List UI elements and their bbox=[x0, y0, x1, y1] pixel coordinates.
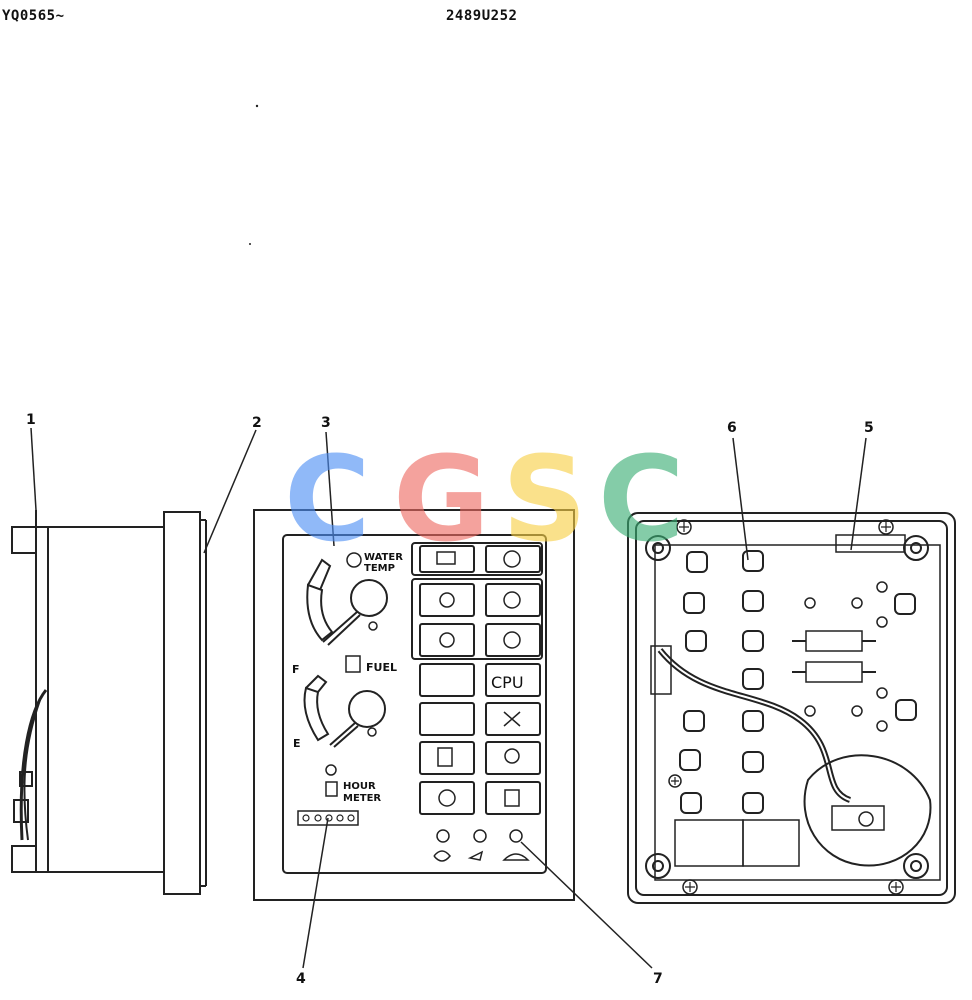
hour-meter-label-line2: METER bbox=[343, 793, 381, 804]
fuel-label: FUEL bbox=[366, 661, 397, 674]
callout-2: 2 bbox=[252, 415, 262, 431]
fuel-empty-mark: E bbox=[293, 737, 301, 750]
cpu-label: CPU bbox=[491, 673, 524, 692]
panel-rear-view bbox=[627, 512, 956, 904]
hour-meter bbox=[297, 764, 359, 826]
speck bbox=[249, 243, 251, 245]
callout-7: 7 bbox=[653, 971, 663, 987]
water-temp-label-line2: TEMP bbox=[364, 563, 395, 574]
watermark-letter-c2: C bbox=[598, 430, 685, 568]
watermark-letter-c1: C bbox=[284, 430, 371, 568]
water-temp-label-line1: WATER bbox=[364, 552, 403, 563]
speed-indicator-lamps bbox=[433, 829, 530, 862]
rear-connectors[interactable] bbox=[674, 819, 800, 867]
lamp-sockets[interactable] bbox=[679, 550, 917, 814]
callout-3: 3 bbox=[321, 415, 331, 431]
reference-code-center: 2489U252 bbox=[446, 8, 518, 24]
water-temp-gauge bbox=[306, 552, 388, 646]
fuel-gauge bbox=[303, 655, 386, 748]
watermark-letter-s: S bbox=[502, 430, 587, 568]
callout-6: 6 bbox=[727, 420, 737, 436]
watermark-letter-g: G bbox=[393, 430, 490, 568]
instrument-panel-front bbox=[253, 509, 575, 901]
reference-code-left: YQ0565~ bbox=[2, 8, 65, 24]
side-view-housing bbox=[11, 510, 207, 895]
fuel-full-mark: F bbox=[292, 663, 300, 676]
hour-meter-label-line1: HOUR bbox=[343, 781, 376, 792]
callout-1: 1 bbox=[26, 412, 36, 428]
speck bbox=[255, 104, 259, 108]
callout-4: 4 bbox=[296, 971, 306, 987]
callout-5: 5 bbox=[864, 420, 874, 436]
callout-leader-lines bbox=[30, 427, 867, 969]
indicator-button-grid bbox=[411, 542, 543, 815]
callout-numbers: 1 2 3 4 5 6 7 bbox=[26, 412, 874, 987]
